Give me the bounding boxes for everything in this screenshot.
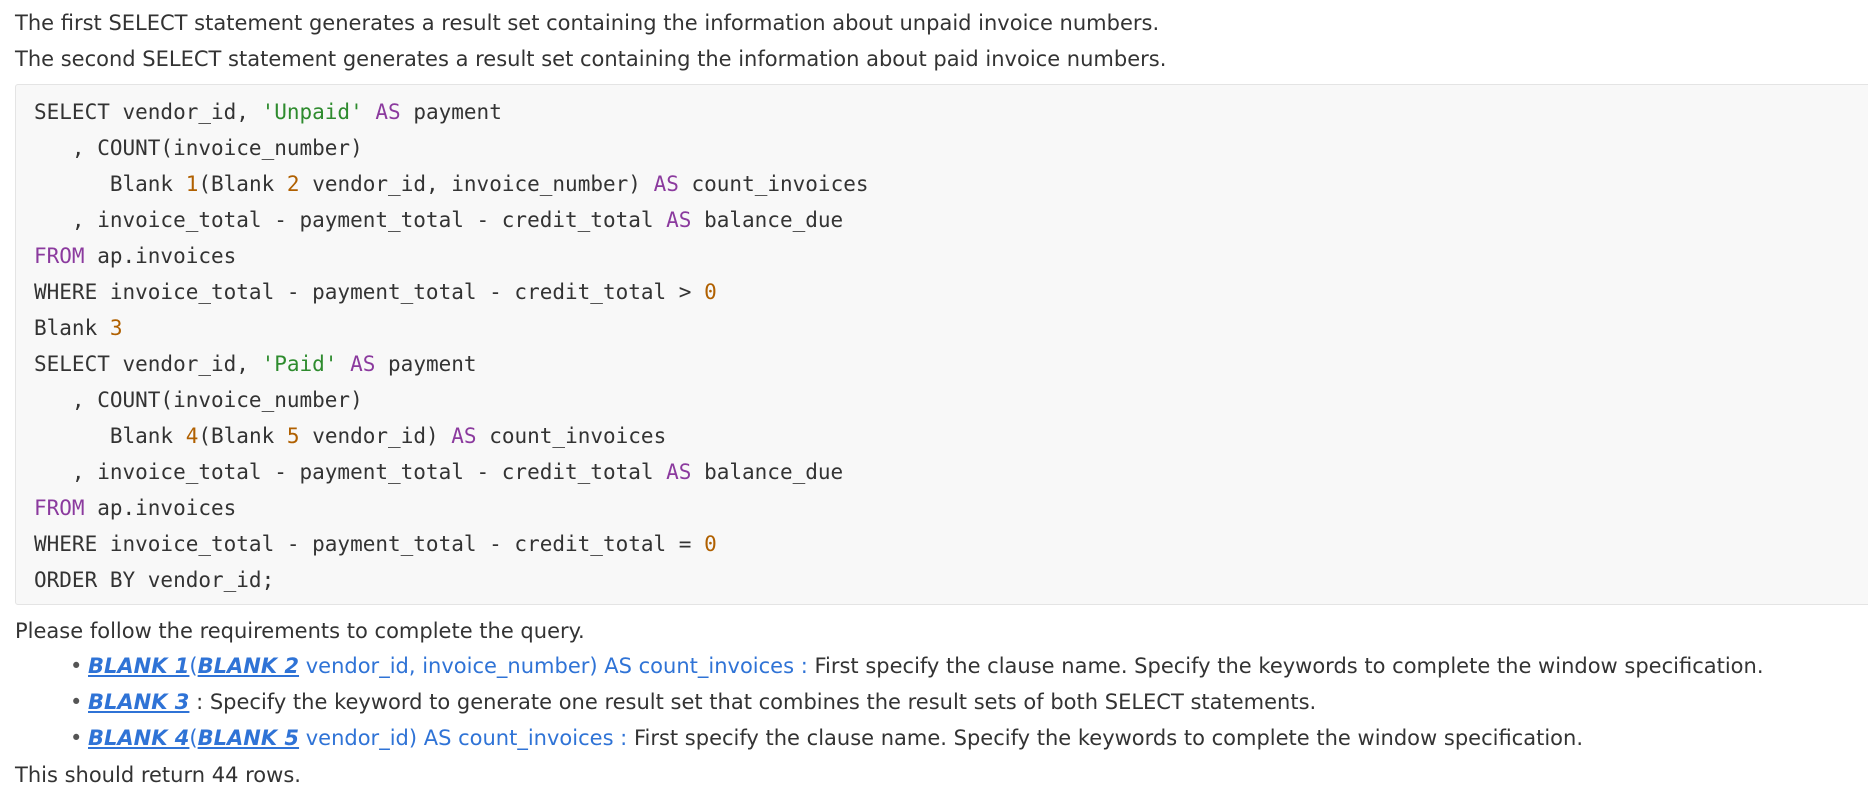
blank-4-link[interactable]: BLANK 4 [88, 726, 190, 750]
requirement-text: : Specify the keyword to generate one re… [189, 690, 1317, 714]
list-item: •BLANK 4(BLANK 5 vendor_id) AS count_inv… [70, 724, 1583, 752]
result-note: This should return 44 rows. [15, 763, 301, 787]
blank-3-link[interactable]: BLANK 3 [88, 690, 190, 714]
code-line: Blank 4(Blank 5 vendor_id) AS count_invo… [34, 424, 667, 448]
code-snippet: vendor_id) AS count_invoices : [299, 726, 634, 750]
code-line: Blank 1(Blank 2 vendor_id, invoice_numbe… [34, 172, 869, 196]
paren: ( [189, 726, 198, 750]
code-line: Blank 3 [34, 316, 123, 340]
code-line: , COUNT(invoice_number) [34, 136, 363, 160]
requirement-text: First specify the clause name. Specify t… [633, 726, 1583, 750]
code-line: WHERE invoice_total - payment_total - cr… [34, 280, 717, 304]
code-snippet: vendor_id, invoice_number) AS count_invo… [299, 654, 815, 678]
code-line: FROM ap.invoices [34, 496, 237, 520]
blank-1-link[interactable]: BLANK 1 [88, 654, 190, 678]
list-item: •BLANK 1(BLANK 2 vendor_id, invoice_numb… [70, 652, 1764, 680]
code-line: , invoice_total - payment_total - credit… [34, 208, 844, 232]
code-block: SELECT vendor_id, 'Unpaid' AS payment , … [15, 84, 1868, 605]
bullet-dot: • [70, 654, 83, 678]
requirements-intro: Please follow the requirements to comple… [15, 619, 585, 643]
paren: ( [189, 654, 198, 678]
blank-2-link[interactable]: BLANK 2 [197, 654, 300, 678]
code-line: SELECT vendor_id, 'Unpaid' AS payment [34, 100, 502, 124]
list-item: •BLANK 3 : Specify the keyword to genera… [70, 688, 1316, 716]
code-line: ORDER BY vendor_id; [34, 568, 275, 592]
intro-line-2: The second SELECT statement generates a … [15, 47, 1167, 71]
bullet-dot: • [70, 690, 83, 714]
code-line: , COUNT(invoice_number) [34, 388, 363, 412]
blank-5-link[interactable]: BLANK 5 [197, 726, 300, 750]
code-line: WHERE invoice_total - payment_total - cr… [34, 532, 717, 556]
code-line: , invoice_total - payment_total - credit… [34, 460, 844, 484]
code-line: FROM ap.invoices [34, 244, 237, 268]
bullet-dot: • [70, 726, 83, 750]
code-line: SELECT vendor_id, 'Paid' AS payment [34, 352, 477, 376]
requirement-text: First specify the clause name. Specify t… [814, 654, 1764, 678]
intro-line-1: The first SELECT statement generates a r… [15, 11, 1160, 35]
